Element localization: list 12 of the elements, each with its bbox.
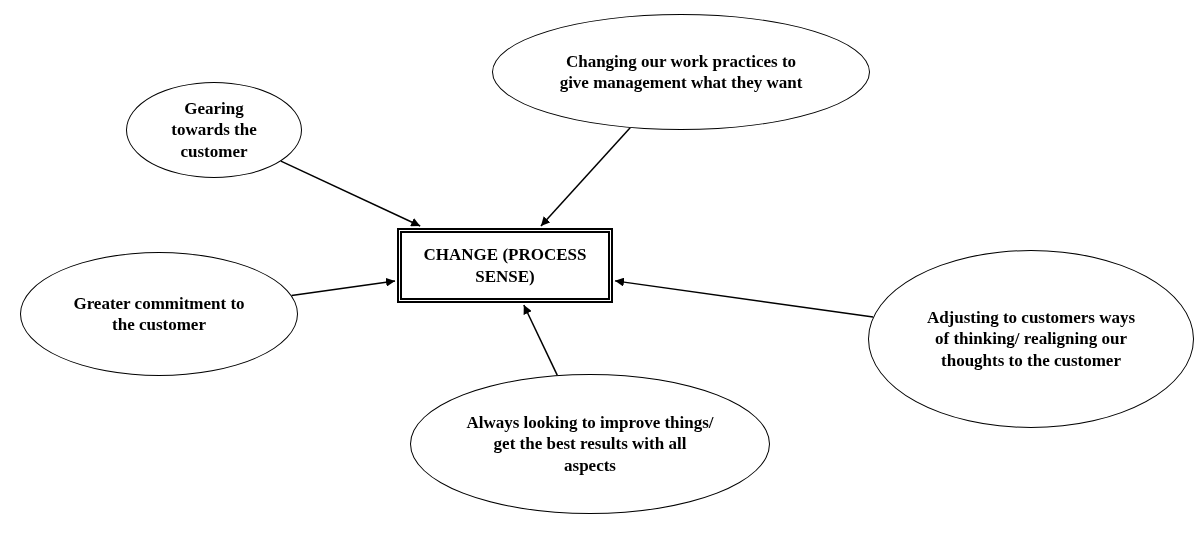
node-text: Adjusting to customers ways of thinking/ realigning our thoughts to the customer bbox=[925, 307, 1137, 371]
node-text: Greater commitment to the customer bbox=[72, 292, 246, 336]
arrow bbox=[523, 304, 558, 376]
arrow bbox=[614, 277, 874, 318]
arrow bbox=[540, 127, 631, 227]
arrow bbox=[280, 160, 421, 227]
node-text: Changing our work practices to give management what they want bbox=[558, 50, 804, 94]
central-box bbox=[397, 228, 613, 303]
node-text: Always looking to improve things/ get the best results with all aspects bbox=[466, 412, 714, 476]
node-text: Gearing towards the customer bbox=[170, 98, 258, 162]
node-text: CHANGE (PROCESS SENSE) bbox=[422, 244, 588, 287]
arrow bbox=[290, 277, 396, 297]
